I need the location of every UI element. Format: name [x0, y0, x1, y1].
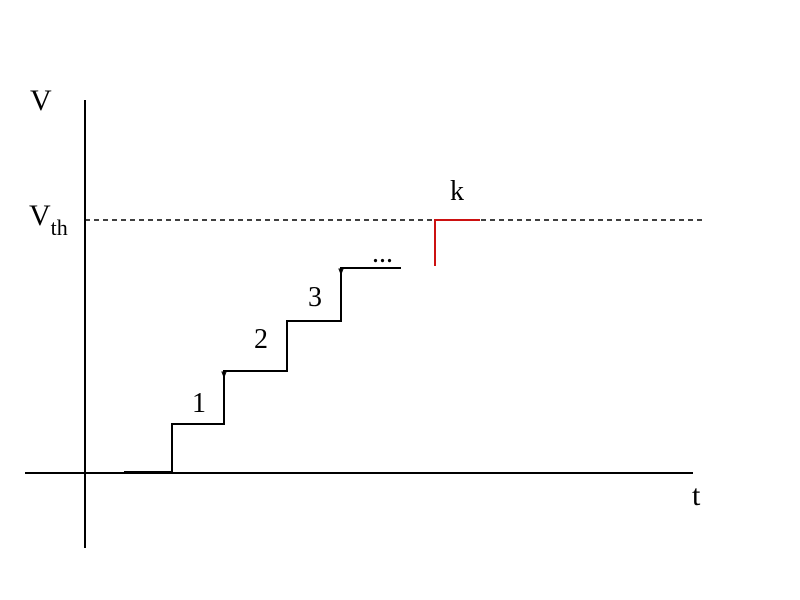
step-label-3: 3 — [308, 282, 322, 313]
y-axis-label: V — [30, 84, 52, 117]
step-marker-4 — [338, 268, 344, 276]
threshold-label-main: V — [29, 199, 51, 232]
staircase — [124, 267, 401, 473]
step-label-1: 1 — [192, 388, 206, 419]
threshold-label: Vth — [29, 199, 68, 240]
continuation-dots: ... — [372, 238, 393, 269]
x-axis-label: t — [692, 479, 701, 512]
step-marker-2 — [221, 371, 227, 379]
final-step-k — [434, 219, 480, 266]
step-label-2: 2 — [254, 324, 268, 355]
threshold-label-sub: th — [51, 215, 68, 240]
final-step-label: k — [450, 176, 464, 207]
